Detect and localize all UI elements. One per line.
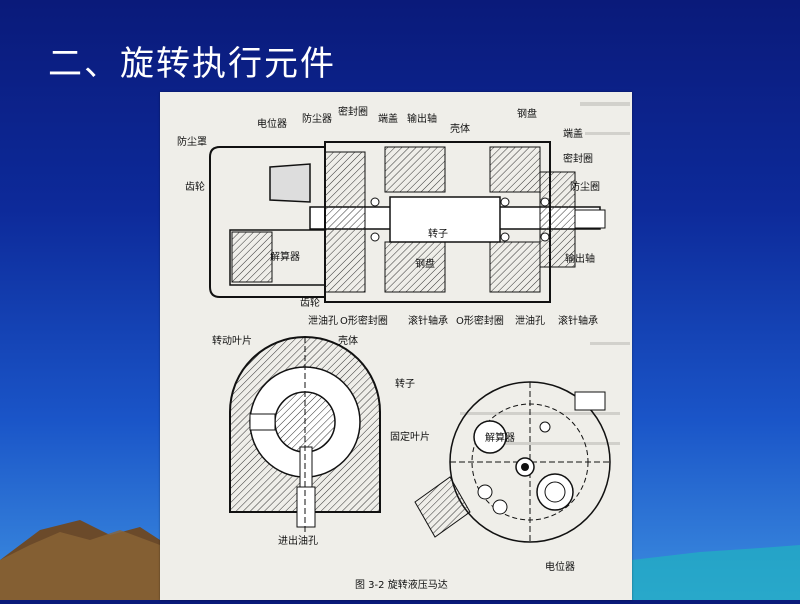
- label-vane-rotor: 转子: [395, 377, 415, 390]
- label-oil-port: 进出油孔: [278, 534, 318, 547]
- label-resolver: 解算器: [270, 250, 300, 263]
- label-vane-housing: 壳体: [338, 334, 358, 347]
- slide-title: 二、旋转执行元件: [48, 44, 336, 84]
- label-dust-seal-1: 防尘器: [302, 112, 332, 125]
- label-potentiometer: 电位器: [257, 117, 287, 130]
- vane-section: [229, 336, 381, 532]
- label-seal-ring: 密封圈: [338, 105, 368, 118]
- label-end-potentiometer: 电位器: [545, 560, 575, 573]
- label-gear-bottom: 齿轮: [300, 296, 320, 309]
- bleed-through-text: [460, 102, 630, 445]
- vane-labels: 转动叶片 壳体 转子 固定叶片 进出油孔: [212, 334, 430, 547]
- figure-caption: 图 3-2 旋转液压马达: [355, 578, 448, 591]
- label-dust-ring: 防尘圈: [570, 180, 600, 193]
- figure-scan: 电位器 防尘器 密封圈 端盖 输出轴 壳体 钢盘 防尘罩 端盖 密封圈 防尘圈 …: [160, 92, 632, 600]
- label-gear-top: 齿轮: [185, 180, 205, 193]
- label-end-resolver: 解算器: [485, 431, 515, 444]
- label-needle-bearing-left: 滚针轴承: [408, 314, 448, 327]
- hydraulic-motor-diagram: 电位器 防尘器 密封圈 端盖 输出轴 壳体 钢盘 防尘罩 端盖 密封圈 防尘圈 …: [177, 102, 630, 591]
- label-o-seal-left: O形密封圈: [340, 314, 388, 327]
- label-drain-hole-right: 泄油孔: [515, 314, 545, 327]
- label-end-cap-right: 端盖: [563, 127, 583, 140]
- label-seal-ring-right: 密封圈: [563, 152, 593, 165]
- label-o-seal-right: O形密封圈: [456, 314, 504, 327]
- label-output-shaft-right: 输出轴: [565, 252, 595, 265]
- label-end-cap: 端盖: [378, 112, 398, 125]
- label-dust-cover: 防尘罩: [177, 135, 207, 148]
- top-labels: 电位器 防尘器 密封圈 端盖 输出轴 壳体 钢盘 防尘罩 端盖 密封圈 防尘圈 …: [177, 105, 600, 327]
- label-drain-hole-left: 泄油孔: [308, 314, 338, 327]
- end-view: [414, 381, 611, 543]
- label-needle-bearing-right: 滚针轴承: [558, 314, 598, 327]
- top-section: [209, 141, 606, 303]
- label-fixed-vane: 固定叶片: [390, 430, 430, 443]
- label-steel-disc: 钢盘: [517, 107, 537, 120]
- label-steel-disc-low: 钢盘: [415, 257, 435, 270]
- label-output-shaft: 输出轴: [407, 112, 437, 125]
- label-rotating-vane: 转动叶片: [212, 334, 252, 347]
- label-rotor: 转子: [428, 227, 448, 240]
- end-view-labels: 解算器 电位器: [485, 431, 575, 573]
- label-housing: 壳体: [450, 122, 470, 135]
